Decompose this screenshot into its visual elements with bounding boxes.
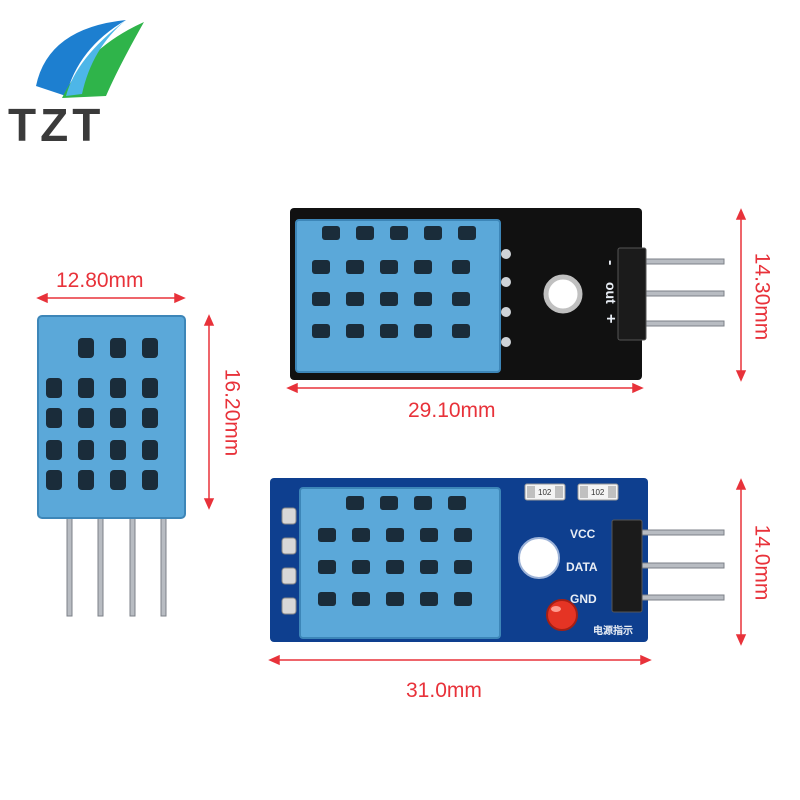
black-module-pin-label-minus: -	[602, 260, 619, 265]
blue-module-height-arrow	[735, 478, 747, 646]
power-led-label: 电源指示	[593, 624, 633, 637]
power-led	[546, 599, 578, 631]
black-module-solder-pads	[501, 249, 511, 347]
blue-module-header	[611, 519, 643, 613]
blue-module-resistors: 102 102	[524, 483, 619, 501]
blue-module-width-label: 31.0mm	[406, 679, 482, 702]
bare-sensor-grille	[46, 338, 158, 490]
blue-module-mount-hole	[518, 537, 560, 579]
blue-module-height-label: 14.0mm	[750, 524, 774, 601]
blue-module-width-arrow	[268, 654, 652, 666]
black-module-width-arrow	[286, 382, 644, 394]
resistor-label-1: 102	[538, 488, 552, 497]
bare-sensor-height-arrow	[203, 314, 215, 510]
brand-logo	[8, 8, 158, 158]
blue-module-pin-label-data: DATA	[566, 560, 598, 574]
black-module-header	[617, 247, 647, 341]
black-module-pin-label-plus: +	[602, 314, 619, 323]
black-module-width-label: 29.10mm	[408, 399, 496, 422]
blue-module-sensor-grille	[318, 496, 472, 606]
blue-module-pin-label-vcc: VCC	[570, 527, 596, 541]
black-module-sensor-grille	[312, 226, 476, 338]
resistor-label-2: 102	[591, 488, 605, 497]
brand-name: TZT	[8, 99, 105, 151]
black-module-mount-hole	[543, 274, 583, 314]
black-module-pin-label-out: out	[603, 282, 619, 304]
blue-module-pins	[639, 529, 725, 601]
blue-module-pin-label-gnd: GND	[570, 592, 597, 606]
black-module-height-arrow	[735, 208, 747, 382]
bare-sensor-width-label: 12.80mm	[56, 269, 144, 292]
blue-module-left-pads	[281, 507, 297, 615]
logo-mark	[36, 20, 144, 98]
bare-sensor-width-arrow	[36, 292, 186, 304]
